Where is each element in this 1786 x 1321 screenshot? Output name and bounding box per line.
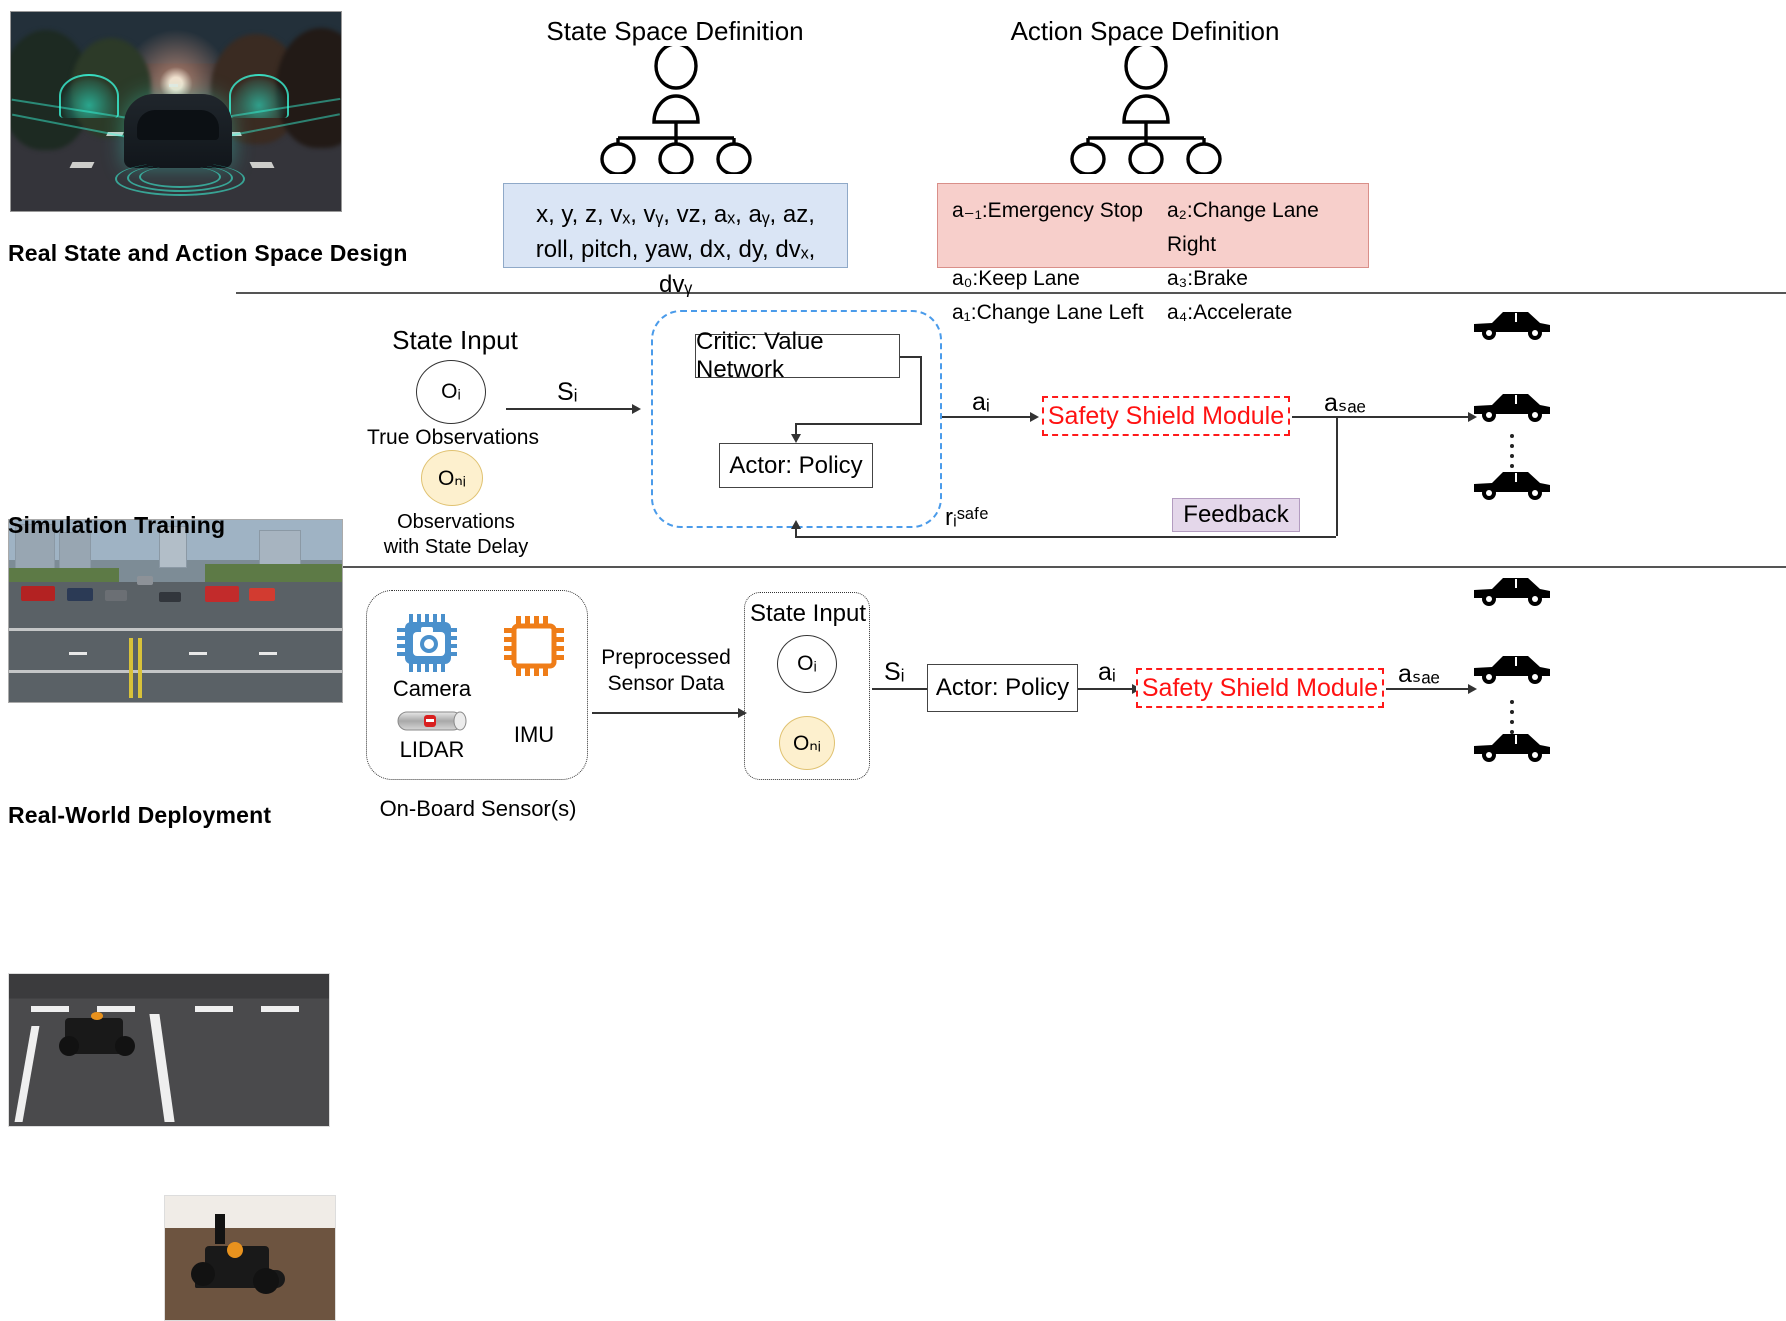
onboard-sensor-group [366,590,588,780]
preprocessed-arrow-label: Preprocessed Sensor Data [588,645,744,698]
highway-illustration-image [10,11,342,212]
preprocessed-label-line-2: Sensor Data [607,672,725,696]
sim-action-arrow-line [942,416,1032,418]
deployment-safe-arrow-head [1468,684,1477,694]
sim-state-input-title: State Input [392,325,518,355]
preprocessed-arrow-head [738,708,747,718]
vehicle-icon [1474,656,1550,684]
deployment-delayed-observation-node: Oₙᵢ [779,716,835,770]
action-item: a₋₁:Emergency Stop [952,199,1143,222]
vehicle-icon [1474,394,1550,422]
vehicle-icon [1474,472,1550,500]
deployment-state-input-group [744,592,870,780]
lidar-icon [397,711,467,731]
deployment-true-observation-node: Oᵢ [777,635,837,693]
feedback-return-up [795,528,797,537]
critic-actor-link-vert [920,356,922,424]
deployment-action-arrow-line [1078,688,1134,690]
rc-car-track-image [8,973,330,1127]
row-caption-deployment: Real-World Deployment [8,802,272,828]
sim-safe-arrow-head [1468,412,1477,422]
deployment-state-arrow-line [872,688,927,690]
action-item: a₄:Accelerate [1167,301,1293,325]
state-space-title: State Space Definition [546,16,804,46]
feedback-branch-vert [1336,416,1338,536]
separator-bottom [236,566,1786,568]
action-space-box: a₋₁:Emergency Stop a₂:Change Lane Right … [937,183,1369,324]
sim-delayed-observation-label: Observations with State Delay [368,510,544,560]
action-item: a₁:Change Lane Left [952,301,1144,325]
row-caption-simulation: Simulation Training [8,512,226,538]
feedback-box: Feedback [1172,498,1300,532]
state-space-line-1: x, y, z, vₓ, vᵧ, vᴢ, aₓ, aᵧ, aᴢ, [536,201,815,228]
deployment-delayed-observation-symbol: Oₙᵢ [792,731,821,755]
deployment-state-arrow-label: Sᵢ [884,658,905,686]
feedback-return-line [795,536,1336,538]
critic-actor-link-down [795,423,797,437]
deployment-action-arrow-label: aᵢ [1098,658,1116,686]
vehicle-ellipsis [1510,700,1514,734]
lidar-label: LIDAR [399,737,465,762]
action-item: a₃:Brake [1167,267,1248,291]
sim-state-arrow-label: Sᵢ [557,378,578,406]
sim-safety-shield-module: Safety Shield Module [1042,396,1290,436]
action-space-hierarchy-icon [1070,46,1222,174]
sim-delayed-observation-node: Oₙᵢ [421,450,483,506]
sim-true-observation-label: True Observations [367,426,539,449]
state-space-line-2: roll, pitch, yaw, dx, dy, dvₓ, dvᵧ [535,235,816,298]
sim-state-arrow-head [632,404,641,414]
vehicle-ellipsis [1510,434,1514,468]
sim-action-arrow-head [1030,412,1039,422]
deployment-safety-shield-module: Safety Shield Module [1136,668,1384,708]
vehicle-icon [1474,312,1550,340]
deployment-safe-arrow-label: aₛₐₑ [1398,660,1440,688]
rc-car-floor-image [164,1195,336,1321]
sim-safe-arrow-label: aₛₐₑ [1324,389,1366,417]
deployment-state-input-title: State Input [749,600,867,627]
sim-true-observation-symbol: Oᵢ [441,380,461,403]
critic-value-network-box: Critic: Value Network [695,328,900,383]
row-caption-design: Real State and Action Space Design [8,240,408,266]
safe-reward-label: rᵢˢᵃᶠᵉ [945,504,989,531]
sim-actor-policy-box: Actor: Policy [719,443,873,488]
preprocessed-label-line-1: Preprocessed [601,646,731,669]
simulator-screenshot-image [8,519,343,703]
imu-label: IMU [513,722,555,747]
sim-delay-label-line-1: Observations [397,511,515,533]
action-space-title: Action Space Definition [1010,16,1280,46]
deployment-true-observation-symbol: Oᵢ [797,652,817,675]
action-item: a₀:Keep Lane [952,267,1080,291]
sim-true-observation-node: Oᵢ [416,360,486,424]
sim-delayed-observation-symbol: Oₙᵢ [437,466,466,490]
critic-actor-link-bottom [795,423,922,425]
critic-actor-arrow-head [791,434,801,443]
sim-delay-label-line-2: with State Delay [383,536,529,558]
state-space-hierarchy-icon [600,46,752,174]
camera-icon [397,614,457,672]
action-item: a₂:Change Lane Right [1167,199,1319,257]
sim-action-arrow-label: aᵢ [972,388,990,416]
deployment-actor-policy-box: Actor: Policy [927,664,1078,712]
imu-icon [504,616,564,676]
separator-top [236,292,1786,294]
deployment-safe-arrow-line [1386,688,1470,690]
vehicle-icon [1474,734,1550,762]
feedback-return-arrow-head [791,520,801,529]
preprocessed-arrow-line [592,712,740,714]
sim-safe-arrow-line [1292,416,1470,418]
state-space-box: x, y, z, vₓ, vᵧ, vᴢ, aₓ, aᵧ, aᴢ, roll, p… [503,183,848,298]
onboard-sensor-group-label: On-Board Sensor(s) [379,796,577,821]
critic-actor-link-top [900,356,922,358]
camera-label: Camera [392,676,472,701]
vehicle-icon [1474,578,1550,606]
sim-state-arrow-line [506,408,633,410]
